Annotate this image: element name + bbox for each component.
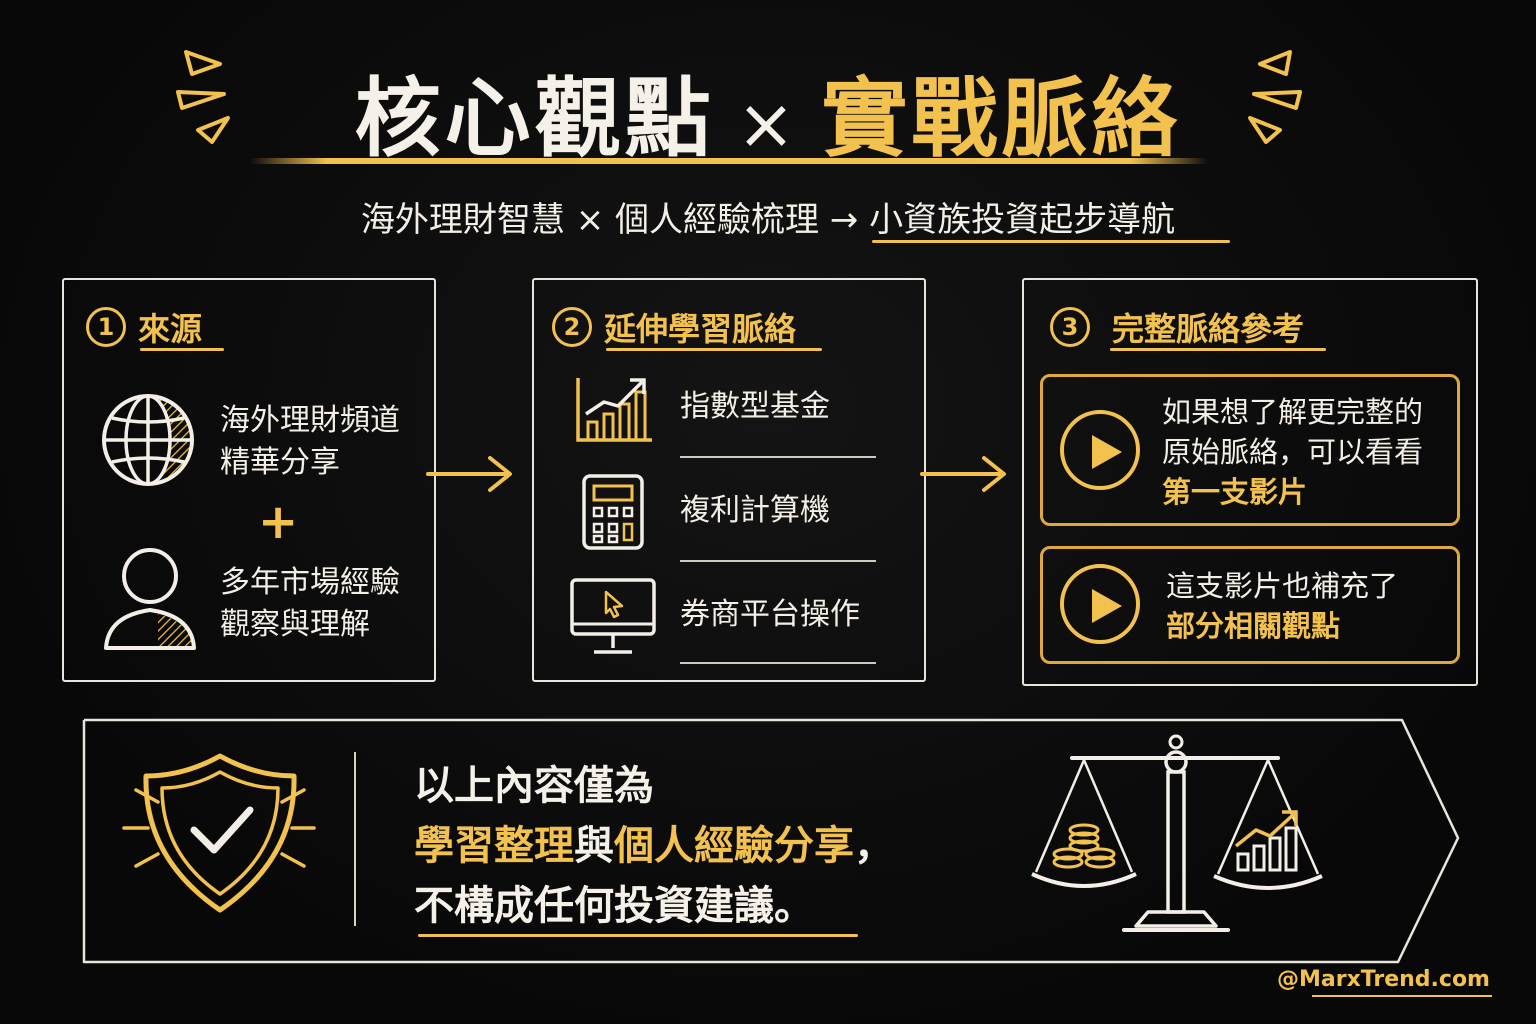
- source-item-experience: 多年市場經驗 觀察與理解: [220, 562, 400, 646]
- subtitle: 海外理財智慧 × 個人經驗梳理 → 小資族投資起步導航: [0, 192, 1536, 241]
- title-part1: 核心觀點: [354, 69, 715, 169]
- disclaimer-frame: [82, 718, 1460, 964]
- footer-handle[interactable]: @MarxTrend.com: [1277, 967, 1490, 992]
- video-card-first[interactable]: [1040, 374, 1460, 526]
- source-item-channel-line1: 海外理財頻道: [220, 403, 400, 438]
- video-card-second-line1: 這支影片也補充了: [1166, 569, 1399, 603]
- learning-divider: [680, 560, 876, 562]
- video-card-first-line2: 原始脈絡，可以看看: [1162, 435, 1424, 469]
- bar-chart-trend-icon: [576, 378, 652, 442]
- globe-icon: [102, 394, 194, 486]
- balance-scale-icon: [1031, 734, 1323, 932]
- subtitle-main: 海外理財智慧 × 個人經驗梳理 →: [360, 200, 870, 240]
- learning-item-broker-platform: 券商平台操作: [680, 597, 860, 632]
- disclaimer-conjunction: 與: [574, 823, 614, 869]
- video-link-first[interactable]: 第一支影片: [1162, 475, 1308, 509]
- video-card-first-text: 如果想了解更完整的 原始脈絡，可以看看 第一支影片: [1162, 392, 1423, 512]
- play-icon[interactable]: [1060, 410, 1140, 490]
- source-item-channel: 海外理財頻道 精華分享: [220, 400, 400, 484]
- disclaimer-separator: [354, 752, 356, 926]
- learning-divider: [680, 662, 876, 664]
- source-item-experience-line1: 多年市場經驗: [220, 565, 400, 600]
- learning-item-index-fund: 指數型基金: [680, 389, 830, 424]
- panel-reference: [1022, 278, 1478, 686]
- title-part2: 實戰脈絡: [821, 69, 1182, 169]
- disclaimer-line3: 不構成任何投資建議。: [414, 883, 814, 929]
- spark-right-decoration: [1248, 50, 1302, 144]
- disclaimer-highlight-experience: 個人經驗分享: [614, 823, 854, 869]
- panel-learning-underline: [606, 348, 822, 351]
- video-link-second[interactable]: 部分相關觀點: [1166, 609, 1341, 643]
- video-card-first-line1: 如果想了解更完整的: [1162, 395, 1424, 429]
- video-card-second-text: 這支影片也補充了 部分相關觀點: [1166, 566, 1398, 646]
- panel-reference-title: 完整脈絡參考: [1112, 310, 1305, 348]
- panel-learning-heading: 2 延伸學習脈絡: [552, 304, 796, 350]
- spark-left-decoration: [176, 50, 230, 144]
- shield-check-icon: [122, 753, 316, 913]
- step-number-2: 2: [552, 307, 592, 347]
- footer-handle-underline: [1312, 995, 1492, 997]
- panel-source-underline: [140, 348, 224, 351]
- disclaimer-line1: 以上內容僅為: [414, 763, 654, 809]
- arrow-right-icon: [426, 456, 512, 492]
- monitor-cursor-icon: [570, 578, 656, 654]
- step-number-3: 3: [1050, 307, 1090, 347]
- calculator-icon: [582, 474, 644, 550]
- source-item-experience-line2: 觀察與理解: [220, 607, 370, 642]
- play-icon[interactable]: [1060, 564, 1140, 644]
- disclaimer-text: 以上內容僅為 學習整理與個人經驗分享， 不構成任何投資建議。: [414, 756, 894, 936]
- panel-reference-heading: 3 完整脈絡參考: [1050, 304, 1304, 350]
- learning-item-compound-calculator: 複利計算機: [680, 493, 830, 528]
- page-title: 核心觀點 × 實戰脈絡: [0, 48, 1536, 173]
- video-card-second[interactable]: [1040, 546, 1460, 664]
- arrow-right-icon: [920, 456, 1006, 492]
- step-number-1: 1: [86, 307, 126, 347]
- panel-source: [62, 278, 436, 682]
- disclaimer-comma: ，: [854, 823, 894, 869]
- disclaimer-highlight-study: 學習整理: [414, 823, 574, 869]
- plus-connector: +: [258, 494, 299, 550]
- title-separator: ×: [736, 83, 800, 165]
- subtitle-highlight: 小資族投資起步導航: [869, 200, 1176, 240]
- panel-learning: [532, 278, 926, 682]
- disclaimer-underline: [418, 934, 858, 937]
- source-item-channel-line2: 精華分享: [220, 445, 340, 480]
- learning-divider: [680, 456, 876, 458]
- disclaimer-line2: 學習整理與個人經驗分享，: [414, 816, 894, 876]
- panel-reference-underline: [1110, 348, 1326, 351]
- person-icon: [104, 548, 196, 650]
- panel-source-heading: 1 來源: [86, 304, 202, 350]
- panel-source-title: 來源: [138, 310, 203, 348]
- panel-learning-title: 延伸學習脈絡: [604, 310, 797, 348]
- subtitle-underline: [872, 240, 1230, 243]
- title-underline: [250, 158, 1208, 164]
